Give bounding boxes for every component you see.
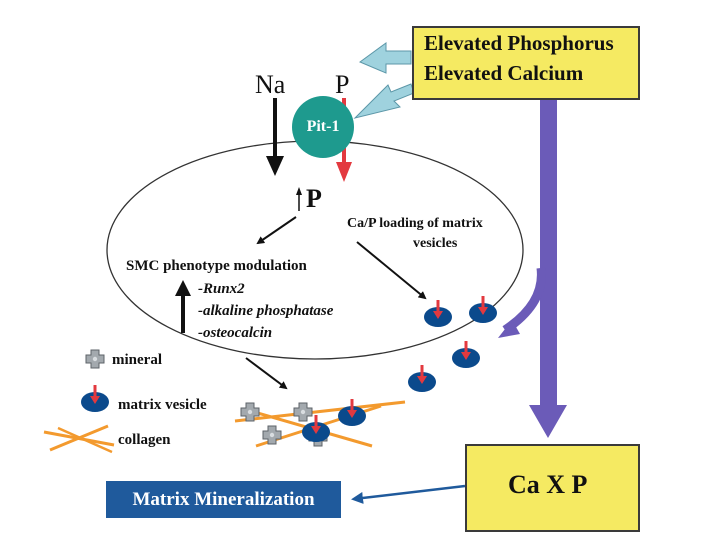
stimulus-arrow-calcium bbox=[353, 83, 415, 119]
vesicle-loading-label-line2: vesicles bbox=[413, 236, 458, 251]
sodium-label: Na bbox=[255, 70, 286, 99]
legend-matrix-vesicle-label: matrix vesicle bbox=[118, 397, 207, 413]
matrix-vesicle bbox=[452, 341, 480, 368]
legend-collagen-label: collagen bbox=[118, 432, 171, 448]
caxp-to-mineralization-arrow bbox=[351, 484, 466, 504]
arrow-to-phenotype bbox=[256, 216, 297, 245]
arrow-to-vesicles bbox=[356, 241, 427, 300]
gene-osteocalcin: -osteocalcin bbox=[198, 325, 273, 341]
mineral-crystal bbox=[293, 402, 313, 422]
collagen-fiber bbox=[234, 400, 406, 423]
elevated-calcium-label: Elevated Calcium bbox=[424, 61, 584, 85]
matrix-vesicle bbox=[469, 296, 497, 323]
purple-arrow-curved bbox=[502, 267, 546, 334]
phosphate-label: P bbox=[335, 70, 350, 99]
matrix-vesicle bbox=[408, 365, 436, 392]
elevated-stimulus-box: Elevated Phosphorus Elevated Calcium bbox=[412, 26, 640, 100]
matrix-vesicle bbox=[338, 399, 366, 426]
cell-membrane bbox=[106, 140, 524, 360]
mineral-crystal bbox=[262, 425, 282, 445]
pit1-label: Pit-1 bbox=[306, 118, 340, 135]
legend-mineral-label: mineral bbox=[112, 352, 162, 368]
ca-x-p-label: Ca X P bbox=[508, 470, 588, 499]
intracellular-phosphate-label: P bbox=[306, 184, 322, 213]
gene-runx2: -Runx2 bbox=[198, 281, 245, 297]
stimulus-arrow-phosphorus bbox=[358, 42, 412, 74]
smc-phenotype-label: SMC phenotype modulation bbox=[126, 258, 307, 274]
matrix-mineralization-box: Matrix Mineralization bbox=[106, 481, 341, 518]
legend-mineral-icon bbox=[85, 349, 105, 369]
vesicle-loading-label: Ca/P loading of matrix bbox=[347, 216, 483, 231]
purple-arrow-down bbox=[529, 100, 567, 438]
legend-vesicle-icon bbox=[81, 385, 109, 412]
pit1-transporter bbox=[292, 96, 354, 158]
gene-alkaline-phosphatase: -alkaline phosphatase bbox=[198, 303, 334, 319]
elevated-phosphorus-label: Elevated Phosphorus bbox=[424, 31, 614, 55]
arrow-to-matrix bbox=[245, 357, 288, 390]
ca-x-p-box bbox=[465, 444, 640, 532]
matrix-vesicle bbox=[424, 300, 452, 327]
